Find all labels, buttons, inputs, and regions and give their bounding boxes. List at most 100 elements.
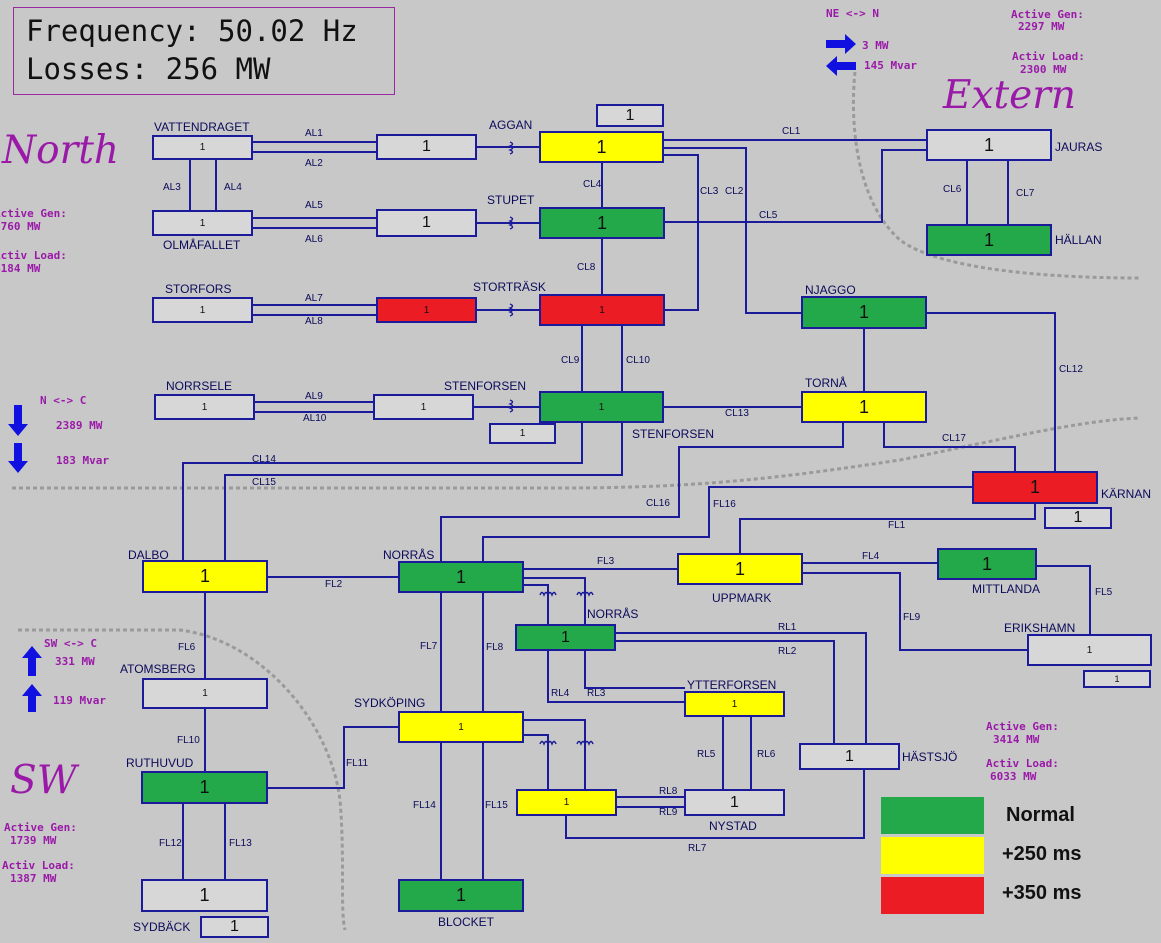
node-aggan-left[interactable]: 1 <box>376 134 477 160</box>
label-stupet: STUPET <box>487 193 535 207</box>
node-stenforsen-small[interactable]: 1 <box>489 423 556 444</box>
line-label: FL13 <box>229 838 252 849</box>
north-gen-label: Active Gen: <box>0 207 67 220</box>
label-vattendraget: VATTENDRAGET <box>154 120 250 134</box>
node-torna[interactable]: 1 <box>801 391 927 423</box>
line-label: CL5 <box>759 210 778 221</box>
line-label: FL16 <box>713 499 736 510</box>
node-storfors[interactable]: 1 <box>152 297 253 323</box>
node-ytterforsen[interactable]: 1 <box>684 691 785 717</box>
node-sydkoping[interactable]: 1 <box>398 711 524 743</box>
central-gen-value: 3414 MW <box>993 733 1040 746</box>
label-dalbo: DALBO <box>128 548 169 562</box>
node-jauras[interactable]: 1 <box>926 129 1052 161</box>
node-hallan[interactable]: 1 <box>926 224 1052 256</box>
node-erikshamn[interactable]: 1 <box>1027 634 1152 666</box>
node-aggan-top[interactable]: 1 <box>596 104 664 127</box>
line-label: FL10 <box>177 735 200 746</box>
node-njaggo[interactable]: 1 <box>801 296 927 329</box>
line-label: CL17 <box>942 433 966 444</box>
node-sydback[interactable]: 1 <box>141 879 268 912</box>
label-norras2: NORRÅS <box>587 607 639 621</box>
line-label: AL7 <box>305 293 323 304</box>
line-label: CL6 <box>943 184 962 195</box>
node-storfors-red[interactable]: 1 <box>376 297 477 323</box>
legend-swatch-350ms <box>881 877 984 914</box>
legend-label-normal: Normal <box>1006 804 1075 826</box>
node-sydback-small[interactable]: 1 <box>200 916 269 938</box>
node-stortrask[interactable]: 1 <box>539 294 665 326</box>
extern-gen-value: 2297 MW <box>1018 20 1065 33</box>
exchange-ne-n-title: NE <-> N <box>826 7 879 20</box>
node-atomsberg[interactable]: 1 <box>142 678 268 709</box>
node-ruthuvud[interactable]: 1 <box>141 771 268 804</box>
north-gen-value: 3760 MW <box>0 220 41 233</box>
label-karnan: KÄRNAN <box>1101 487 1152 501</box>
central-gen-label: Active Gen: <box>986 720 1059 733</box>
line-label: FL9 <box>903 612 921 623</box>
line-label: CL9 <box>561 355 580 366</box>
node-karnan[interactable]: 1 <box>972 471 1098 504</box>
node-nystad-left[interactable]: 1 <box>516 789 617 816</box>
line-label: AL8 <box>305 316 323 327</box>
north-load-value: 4184 MW <box>0 262 41 275</box>
node-stenforsen[interactable]: 1 <box>539 391 664 423</box>
node-blocket[interactable]: 1 <box>398 879 524 912</box>
central-load-value: 6033 MW <box>990 770 1037 783</box>
extern-load-value: 2300 MW <box>1020 63 1067 76</box>
line-label: CL3 <box>700 186 719 197</box>
line-label: CL10 <box>626 355 650 366</box>
line-label: AL9 <box>305 391 323 402</box>
transmission-lines <box>182 139 1091 880</box>
node-stupet[interactable]: 1 <box>539 207 665 239</box>
node-mittlanda[interactable]: 1 <box>937 548 1037 580</box>
region-boundaries <box>12 71 1141 931</box>
extern-gen-label: Active Gen: <box>1011 8 1084 21</box>
sw-gen-label: Active Gen: <box>4 821 77 834</box>
node-nystad[interactable]: 1 <box>684 789 785 816</box>
node-vattendraget[interactable]: 1 <box>152 135 253 160</box>
label-blocket: BLOCKET <box>438 915 495 929</box>
line-label: FL3 <box>597 556 615 567</box>
node-norras[interactable]: 1 <box>398 561 524 593</box>
line-label: FL12 <box>159 838 182 849</box>
node-olmafallet[interactable]: 1 <box>152 210 253 236</box>
line-label: RL4 <box>551 688 570 699</box>
node-aggan[interactable]: 1 <box>539 131 664 163</box>
line-label: FL8 <box>486 642 504 653</box>
label-sydback: SYDBÄCK <box>133 920 191 934</box>
label-norras: NORRÅS <box>383 548 435 562</box>
line-label: CL1 <box>782 126 801 137</box>
losses-readout: Losses: 256 MW <box>26 52 271 86</box>
line-label: CL16 <box>646 498 670 509</box>
label-stenforsen: STENFORSEN <box>632 427 715 441</box>
exchange-n-c-mw: 2389 MW <box>56 419 103 432</box>
label-sydkoping: SYDKÖPING <box>354 696 426 710</box>
line-label: AL1 <box>305 128 323 139</box>
node-stenforsen-left[interactable]: 1 <box>373 394 474 420</box>
node-erikshamn-small[interactable]: 1 <box>1083 670 1151 688</box>
exchange-sw-c-mvar: 119 Mvar <box>53 694 106 707</box>
node-norras2[interactable]: 1 <box>515 624 616 651</box>
legend-label-250ms: +250 ms <box>1002 843 1082 865</box>
system-status-box: Frequency: 50.02 Hz Losses: 256 MW <box>13 7 395 95</box>
label-erikshamn: ERIKSHAMN <box>1004 621 1076 635</box>
frequency-readout: Frequency: 50.02 Hz <box>26 14 358 48</box>
line-label: AL4 <box>224 182 242 193</box>
label-uppmark: UPPMARK <box>712 591 772 605</box>
node-dalbo[interactable]: 1 <box>142 560 268 593</box>
node-norrsele[interactable]: 1 <box>154 394 255 420</box>
label-nystad: NYSTAD <box>709 819 757 833</box>
line-label: AL2 <box>305 158 323 169</box>
label-ruthuvud: RUTHUVUD <box>126 756 194 770</box>
node-karnan-small[interactable]: 1 <box>1044 507 1112 529</box>
node-uppmark[interactable]: 1 <box>677 553 803 585</box>
legend-label-350ms: +350 ms <box>1002 882 1082 904</box>
node-hastsjo[interactable]: 1 <box>799 743 900 770</box>
label-hallan: HÄLLAN <box>1055 233 1102 247</box>
line-label: RL9 <box>659 807 678 818</box>
node-stupet-left[interactable]: 1 <box>376 209 477 237</box>
label-storfors: STORFORS <box>165 282 232 296</box>
